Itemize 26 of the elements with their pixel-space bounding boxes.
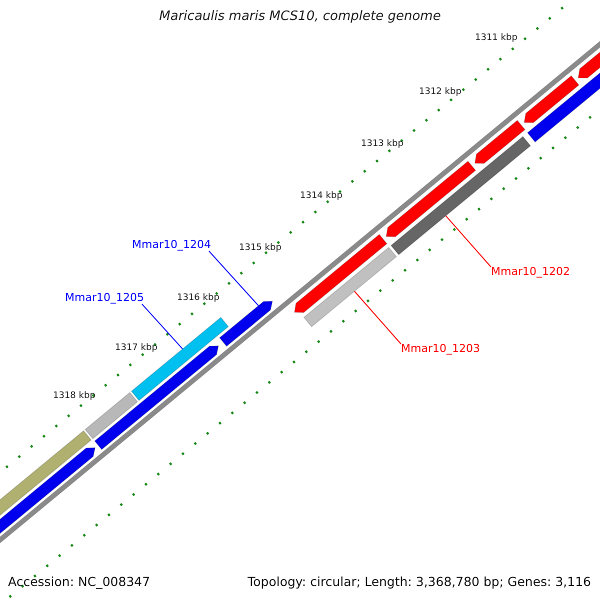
leader-line xyxy=(141,304,184,350)
gene-label: Mmar10_1203 xyxy=(401,343,480,356)
map-title: Maricaulis maris MCS10, complete genome xyxy=(158,10,442,24)
genome-summary: Topology: circular; Length: 3,368,780 bp; Genes: 3,116 xyxy=(248,575,591,589)
scale-label: 1318 kbp xyxy=(53,392,96,402)
scale-label: 1315 kbp xyxy=(239,244,282,254)
scale-label: 1317 kbp xyxy=(115,344,158,354)
scale-label: 1316 kbp xyxy=(177,294,220,304)
gene-block xyxy=(524,75,580,124)
gene-block xyxy=(218,300,274,347)
gene-block xyxy=(294,234,388,313)
accession-label: Accession: NC_008347 xyxy=(8,575,150,589)
gene-block xyxy=(94,345,220,450)
scale-label: 1313 kbp xyxy=(361,140,404,150)
leader-line xyxy=(354,290,402,344)
gene-label: Mmar10_1202 xyxy=(491,266,570,278)
gene-block xyxy=(386,160,476,238)
scale-label: 1312 kbp xyxy=(419,88,462,98)
gene-label: Mmar10_1205 xyxy=(65,292,144,304)
scale-label: 1314 kbp xyxy=(300,192,342,202)
gene-label: Mmar10_1204 xyxy=(132,239,211,252)
gene-block xyxy=(303,246,398,328)
gene-block xyxy=(474,120,526,164)
leader-line xyxy=(445,215,492,268)
scale-label: 1311 kbp xyxy=(475,34,518,44)
leader-line xyxy=(208,250,259,306)
